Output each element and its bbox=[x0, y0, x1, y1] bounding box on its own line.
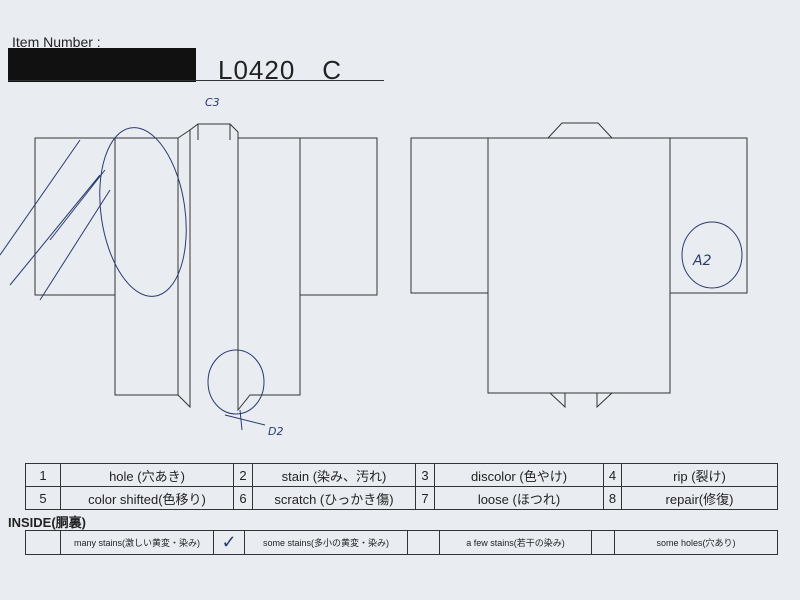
underline bbox=[8, 80, 384, 81]
legend-num: 7 bbox=[415, 486, 435, 510]
checkbox-some-holes[interactable] bbox=[591, 530, 615, 555]
legend-text: repair(修復) bbox=[621, 486, 778, 510]
legend-num: 3 bbox=[415, 463, 435, 487]
annotation-c3: C3 bbox=[205, 96, 220, 109]
legend-num: 6 bbox=[233, 486, 253, 510]
legend-text: stain (染み、汚れ) bbox=[252, 463, 416, 487]
inside-heading: INSIDE(胴裏) bbox=[8, 515, 87, 530]
checkbox-few-stains[interactable] bbox=[407, 530, 440, 555]
kimono-diagram bbox=[0, 122, 748, 431]
checkmark-icon: ✓ bbox=[221, 532, 237, 552]
legend-text: loose (ほつれ) bbox=[434, 486, 604, 510]
option-label: some stains(多小の黄変・染み) bbox=[244, 530, 408, 555]
annotation-d2: D2 bbox=[268, 425, 284, 438]
handwritten-marks bbox=[0, 127, 743, 431]
legend-num: 1 bbox=[25, 463, 61, 487]
option-label: many stains(激しい黄変・染み) bbox=[60, 530, 214, 555]
legend-num: 2 bbox=[233, 463, 253, 487]
checkbox-many-stains[interactable] bbox=[25, 530, 61, 555]
front-view bbox=[34, 123, 378, 412]
annotation-a2: A2 bbox=[693, 253, 712, 269]
item-number-label: Item Number : bbox=[12, 34, 101, 50]
inside-table: many stains(激しい黄変・染み) ✓ some stains(多小の黄変… bbox=[25, 530, 778, 555]
checkbox-some-stains[interactable]: ✓ bbox=[213, 530, 245, 555]
legend-num: 5 bbox=[25, 486, 61, 510]
redaction-box bbox=[8, 48, 196, 82]
table-row: many stains(激しい黄変・染み) ✓ some stains(多小の黄変… bbox=[25, 530, 778, 555]
legend-text: hole (穴あき) bbox=[60, 463, 234, 487]
option-label: a few stains(若干の染み) bbox=[439, 530, 592, 555]
legend-text: discolor (色やけ) bbox=[434, 463, 604, 487]
back-view bbox=[410, 122, 748, 409]
legend-text: scratch (ひっかき傷) bbox=[252, 486, 416, 510]
legend-num: 4 bbox=[603, 463, 622, 487]
option-label: some holes(穴あり) bbox=[614, 530, 778, 555]
legend-text: rip (裂け) bbox=[621, 463, 778, 487]
legend-num: 8 bbox=[603, 486, 622, 510]
legend-text: color shifted(色移り) bbox=[60, 486, 234, 510]
